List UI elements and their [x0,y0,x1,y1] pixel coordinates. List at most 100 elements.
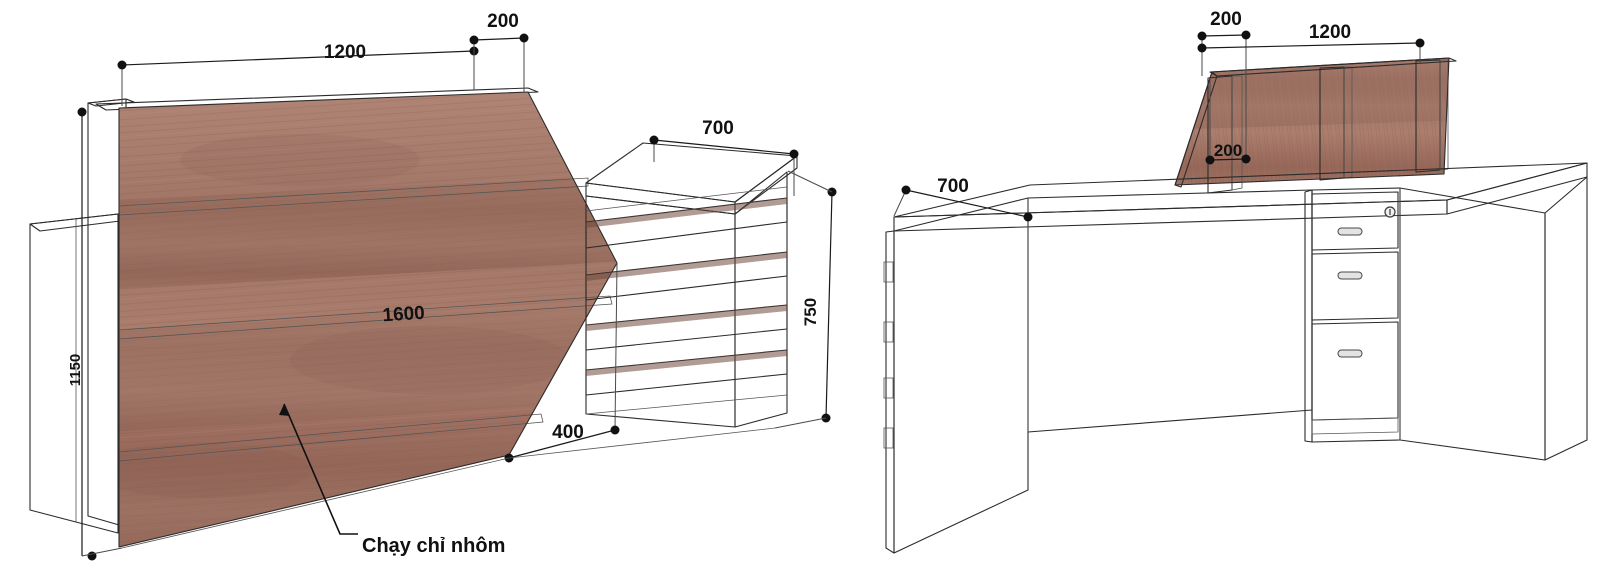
dim-200-dot-right [519,33,529,43]
dim-1150-ext-bottom [81,547,123,557]
dim-200-right-panel: 200 [1205,78,1251,165]
wood-slat-1-shadow [586,198,787,228]
pedestal-plinth [1311,417,1399,435]
dim-200-dot-left [469,35,479,45]
right-section-reveal-2 [585,394,788,415]
pedestal-lock-icon[interactable] [1384,206,1396,218]
counter-base-line [121,457,510,549]
dim-200-line [473,37,525,41]
drawer-1-handle[interactable] [1337,227,1363,236]
slat-end-1 [883,261,894,283]
dim-200r-label: 200 [1210,9,1242,30]
pedestal-left-edge [1304,189,1313,443]
slat-end-4 [883,427,894,449]
dim-700r-label: 700 [937,176,969,197]
wood-slat-group [585,197,788,396]
desk-right-panel-side [1544,176,1588,461]
dim-700r-line [905,189,1029,218]
counter-right-section [585,171,788,428]
pedestal-drawer-2[interactable] [1311,251,1399,321]
right-section-reveal-1 [585,186,788,212]
dim-200r-line [1201,34,1247,37]
counter-front-outline [118,91,618,548]
dim-400-ext-right [614,262,618,431]
dim-700-left: 700 [649,118,799,196]
desk-left-slat-ends [883,261,894,449]
wood-slat-3-shadow [586,305,787,331]
drawer-2-handle[interactable] [1337,271,1363,280]
drawer-3-handle[interactable] [1337,349,1363,358]
dim-750-ext-bottom [774,417,827,429]
screen-divider-1-side [1231,75,1243,191]
dim-1200-dot-left [117,60,127,70]
dim-700r-dot-right [1023,212,1033,222]
screen-outline [1174,57,1450,186]
dim-1200-line [121,50,475,66]
dim-1200r-dot-right [1415,38,1425,48]
dim-200-left-top: 200 [469,11,529,92]
dim-1200-left: 1200 [117,40,479,106]
dim-700r-dot-left [901,185,911,195]
screen-divider-2-side [1343,66,1353,179]
dim-200rp-label: 200 [1214,141,1242,160]
wood-slat-2-shadow [586,252,787,281]
dim-200rp-dot-left [1205,155,1215,165]
dim-200-right-top: 200 [1197,9,1251,78]
counter-base-line-right [508,427,776,459]
counter-end-panel-cap [87,98,135,107]
desk-right-end-panel [1399,176,1588,461]
right-view-dimensions: 200 1200 200 [893,9,1425,228]
dim-200r-dot-right [1241,30,1251,40]
dim-750-left: 750 [774,170,837,429]
dim-700-right: 700 [893,176,1033,228]
dim-400-dot-right [610,425,620,435]
wood-slat-4 [585,349,788,396]
dim-1150-label: 1150 [67,354,84,387]
counter-front-wood-panels [118,91,618,548]
right-view-desk-assembly: 200 1200 200 [883,9,1588,554]
slat-end-3 [883,377,894,399]
left-view-dimensions: 1200 200 700 [67,11,837,561]
dim-400-line [508,429,616,459]
dim-200r-dot-left [1197,31,1207,41]
dim-700-line [653,139,795,155]
dim-1150-dot-top [77,107,87,117]
dim-1150-left: 1150 [67,107,123,561]
dim-700-dot-right [789,149,799,159]
aluminium-trim-label: Chạy chỉ nhôm [362,535,505,557]
slat-end-2 [883,321,894,343]
dim-750-label: 750 [801,298,820,326]
drawer-pedestal[interactable] [1304,187,1401,443]
wood-slat-3 [585,304,788,351]
dim-200-label: 200 [487,11,519,32]
dim-750-line [825,191,833,419]
dim-750-ext-top [787,170,833,193]
dim-200rp-dot-right [1241,154,1251,164]
aluminium-trim-arrow [279,404,290,416]
dim-400-label: 400 [552,422,584,443]
wood-slat-4-shadow [586,350,787,376]
aluminium-trim-annotation: Chạy chỉ nhôm [279,403,505,557]
dim-400-left: 400 [504,262,620,463]
dim-1600-label: 1600 [382,303,426,327]
pedestal-drawer-1[interactable] [1311,191,1399,251]
dim-1150-dot-bottom [87,551,97,561]
desk-left-end-panel [883,197,1029,554]
dim-1600-left: 1600 [382,303,426,327]
dim-700-label: 700 [702,118,734,139]
desk-left-panel-edge [885,230,895,554]
dim-1200-right: 1200 [1197,22,1425,76]
dim-1200r-dot-left [1197,43,1207,53]
drawer-2-front [1311,251,1399,321]
dim-1200r-line [1201,42,1421,49]
dim-1200r-label: 1200 [1309,22,1351,43]
dim-700-dot-left [649,135,659,145]
back-screen [1174,57,1457,194]
counter-cap-rail [95,87,539,111]
dim-1200-label: 1200 [324,42,366,63]
aluminium-trim-leader [283,403,358,535]
dim-200rp-line [1209,158,1247,161]
dim-700r-ext-left [893,189,907,217]
